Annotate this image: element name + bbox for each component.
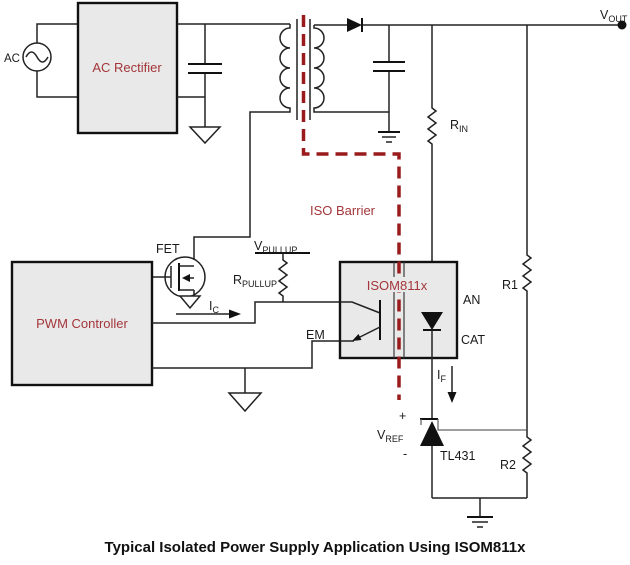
fet-gate: [152, 266, 172, 288]
ac-source: [22, 23, 78, 98]
tl431: [420, 418, 527, 498]
ground-triangle-primary: [188, 126, 222, 145]
if-label: IF: [437, 368, 446, 384]
r2-resistor: [521, 430, 533, 498]
isom-label-backing: [357, 277, 437, 292]
transformer-core: [296, 19, 311, 120]
vref-plus-label: +: [399, 409, 406, 423]
if-current-arrow: [447, 366, 457, 403]
emitter-arrow-icon: [352, 334, 362, 341]
earth-ground-bottom: [467, 498, 493, 528]
iso-barrier-label: ISO Barrier: [310, 203, 376, 218]
output-diode: [314, 18, 622, 32]
pullup-resistor: [255, 252, 310, 302]
r1-resistor: [521, 25, 533, 430]
output-capacitor: [373, 25, 405, 112]
ground-triangle-fet: [178, 295, 202, 310]
vout-label: VOUT: [600, 8, 628, 24]
pwm-controller-block: [10, 260, 154, 387]
fet-label: FET: [156, 242, 180, 256]
cat-label: CAT: [461, 333, 485, 347]
em-label: EM: [306, 328, 325, 342]
rpullup-label: RPULLUP: [233, 273, 277, 289]
ac-rectifier-block: [76, 1, 179, 135]
ic-label: IC: [209, 299, 219, 315]
an-label: AN: [463, 293, 480, 307]
vref-minus-label: -: [403, 447, 407, 461]
ac-rectifier-label: AC Rectifier: [92, 60, 162, 75]
ac-label: AC: [4, 53, 20, 65]
fet-arrow-icon: [182, 274, 190, 282]
vpullup-label: VPULLUP: [254, 239, 297, 255]
emitter-wire: [152, 340, 348, 369]
sine-wave-icon: [25, 51, 49, 63]
collector-wire: [152, 301, 340, 324]
led-diode: [421, 312, 443, 419]
r2-label: R2: [500, 458, 516, 472]
primary-capacitor: [188, 24, 222, 97]
ic-current-arrow: [176, 309, 241, 319]
figure-title: Typical Isolated Power Supply Applicatio…: [105, 539, 527, 556]
rin-resistor: [426, 25, 438, 312]
transformer-secondary-winding: [313, 25, 389, 113]
r1-label: R1: [502, 278, 518, 292]
ground-triangle-pwm: [227, 392, 263, 413]
transformer-primary-winding: [179, 24, 291, 267]
pwm-controller-label: PWM Controller: [36, 316, 128, 331]
vout-node: [617, 20, 627, 30]
rin-label: RIN: [450, 118, 468, 134]
primary-bottom-rail: [177, 96, 206, 127]
vref-label: VREF: [377, 428, 404, 444]
transformer: [179, 19, 389, 267]
tl431-label: TL431: [440, 449, 475, 463]
fet: [152, 256, 206, 298]
earth-ground-secondary: [378, 112, 400, 143]
tl431-ref-line: [420, 419, 527, 431]
photo-transistor: [340, 300, 381, 342]
isom811x-label: ISOM811x: [367, 278, 428, 293]
